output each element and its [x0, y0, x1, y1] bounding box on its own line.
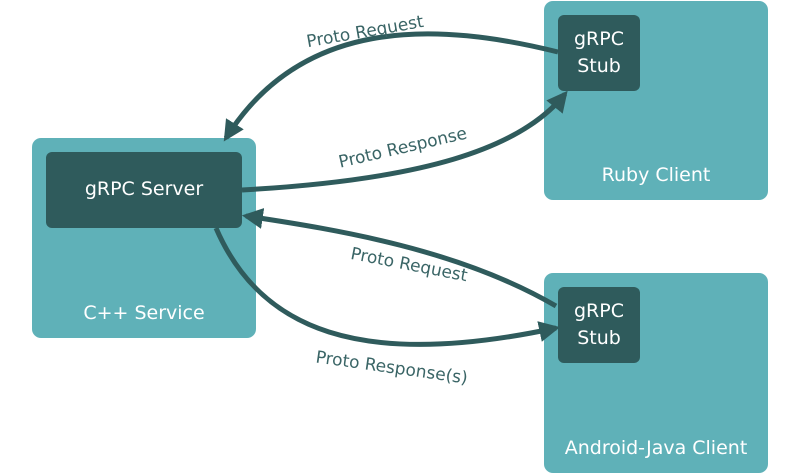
grpc-server-box: gRPC Server	[46, 152, 242, 228]
proto-response-arrow-ruby	[241, 90, 568, 193]
grpc-server-label: gRPC Server	[84, 178, 204, 200]
proto-request-label-android: Proto Request	[349, 244, 469, 286]
ruby-grpc-stub-box: gRPC Stub	[558, 15, 640, 91]
ruby-client-box: Ruby Client	[544, 1, 768, 200]
proto-request-label-ruby: Proto Request	[305, 12, 425, 52]
ruby-client-label: Ruby Client	[601, 164, 711, 186]
android-stub-label-line1: gRPC	[574, 300, 624, 322]
proto-response-label-android: Proto Response(s)	[314, 347, 469, 388]
proto-request-arrow-android	[241, 208, 558, 309]
proto-request-arrow-ruby	[223, 31, 559, 142]
proto-response-label-ruby: Proto Response	[337, 124, 469, 173]
android-stub-label-line2: Stub	[577, 327, 621, 349]
cpp-service-label: C++ Service	[83, 302, 205, 324]
ruby-stub-label-line1: gRPC	[574, 28, 624, 50]
android-client-label: Android-Java Client	[564, 437, 748, 459]
proto-response-arrow-android	[213, 227, 561, 347]
android-grpc-stub-box: gRPC Stub	[558, 287, 640, 363]
ruby-stub-label-line2: Stub	[577, 55, 621, 77]
